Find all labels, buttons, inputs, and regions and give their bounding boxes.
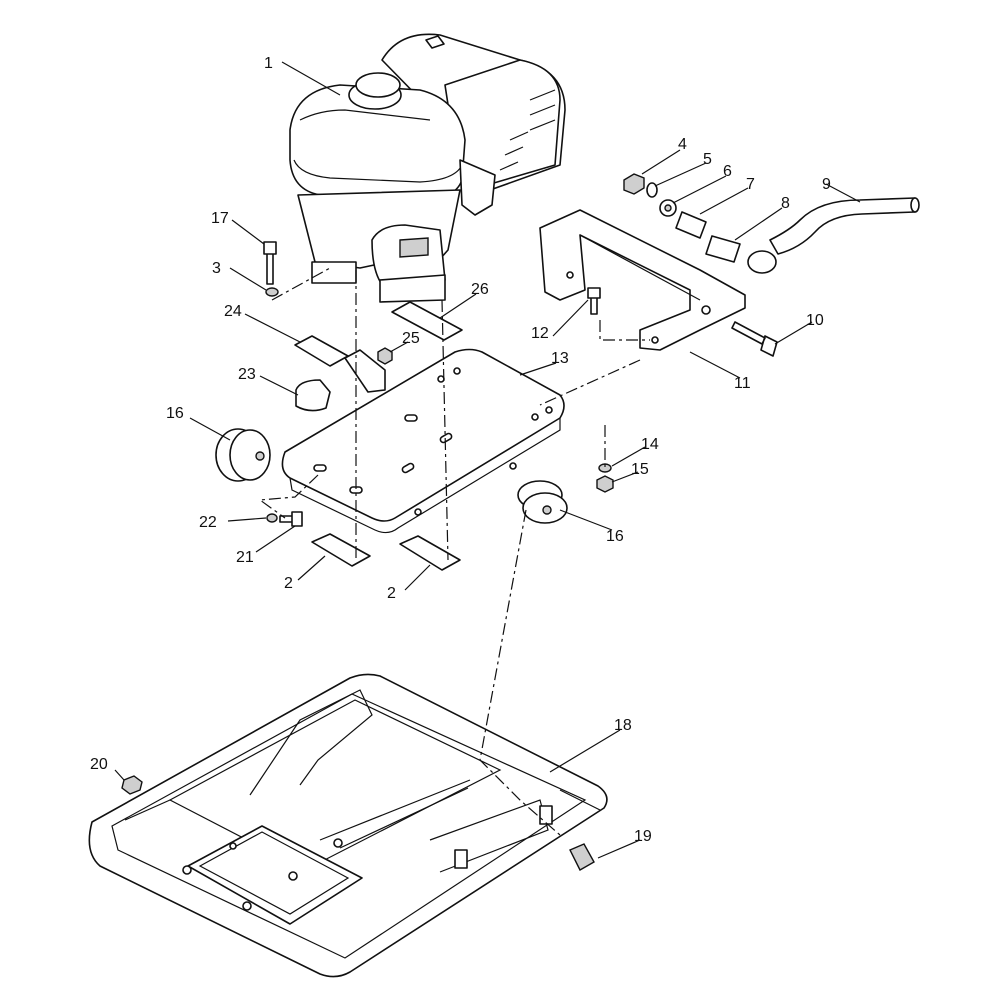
callout-14: 14 (641, 436, 659, 453)
leader-lines (114, 61, 861, 859)
callouts: 1 2 2 3 4 5 6 7 8 9 10 11 12 13 14 15 16… (90, 55, 831, 845)
engine (289, 33, 566, 303)
assembly-lines (258, 267, 650, 836)
callout-22: 22 (199, 514, 217, 531)
drain-plug (121, 775, 143, 795)
callout-4: 4 (678, 136, 687, 153)
stop-bracket-24 (294, 335, 386, 393)
lock-washer-5 (646, 182, 658, 198)
washer-22 (266, 513, 278, 523)
callout-5: 5 (703, 151, 712, 168)
rubber-mount-16-left (215, 428, 271, 482)
flat-washer-6 (659, 199, 677, 217)
callout-16: 16 (166, 405, 184, 422)
callout-1: 1 (264, 55, 273, 72)
callout-7: 7 (746, 176, 755, 193)
callout-17: 17 (211, 210, 229, 227)
nut-15 (596, 475, 614, 493)
callout-2: 2 (284, 575, 293, 592)
bolt-12 (587, 287, 601, 315)
callout-6: 6 (723, 163, 732, 180)
callout-11: 11 (734, 375, 751, 392)
callout-13: 13 (551, 350, 569, 367)
handle-bracket (539, 209, 746, 351)
callout-12: 12 (531, 325, 549, 342)
washer-3 (265, 287, 279, 297)
nut-25 (377, 347, 393, 365)
engine-plate (281, 348, 565, 534)
callout-26: 26 (471, 281, 489, 298)
callout-16: 16 (606, 528, 624, 545)
bolt-10 (731, 321, 778, 357)
callout-23: 23 (238, 366, 256, 383)
callout-15: 15 (631, 461, 649, 478)
handle (747, 197, 920, 274)
callout-24: 24 (224, 303, 242, 320)
callout-3: 3 (212, 260, 221, 277)
callout-21: 21 (236, 549, 254, 566)
base-plate (88, 673, 608, 978)
spacer-bar-2-right (399, 535, 461, 571)
callout-8: 8 (781, 195, 790, 212)
bolt-21 (279, 511, 303, 527)
callout-9: 9 (822, 176, 831, 193)
spacer-bar-26 (391, 301, 463, 341)
bushing-8 (705, 235, 741, 263)
plug-19 (569, 843, 595, 871)
spacer-bar-2-left (311, 533, 371, 567)
rubber-stop-23 (295, 379, 331, 412)
callout-20: 20 (90, 756, 108, 773)
bushing-7 (675, 211, 707, 239)
bolt-17 (263, 241, 277, 285)
rubber-mount-16-right (517, 480, 568, 524)
callout-18: 18 (614, 717, 632, 734)
callout-25: 25 (402, 330, 420, 347)
callout-10: 10 (806, 312, 824, 329)
callout-19: 19 (634, 828, 652, 845)
nut-4 (623, 173, 645, 195)
callout-2: 2 (387, 585, 396, 602)
